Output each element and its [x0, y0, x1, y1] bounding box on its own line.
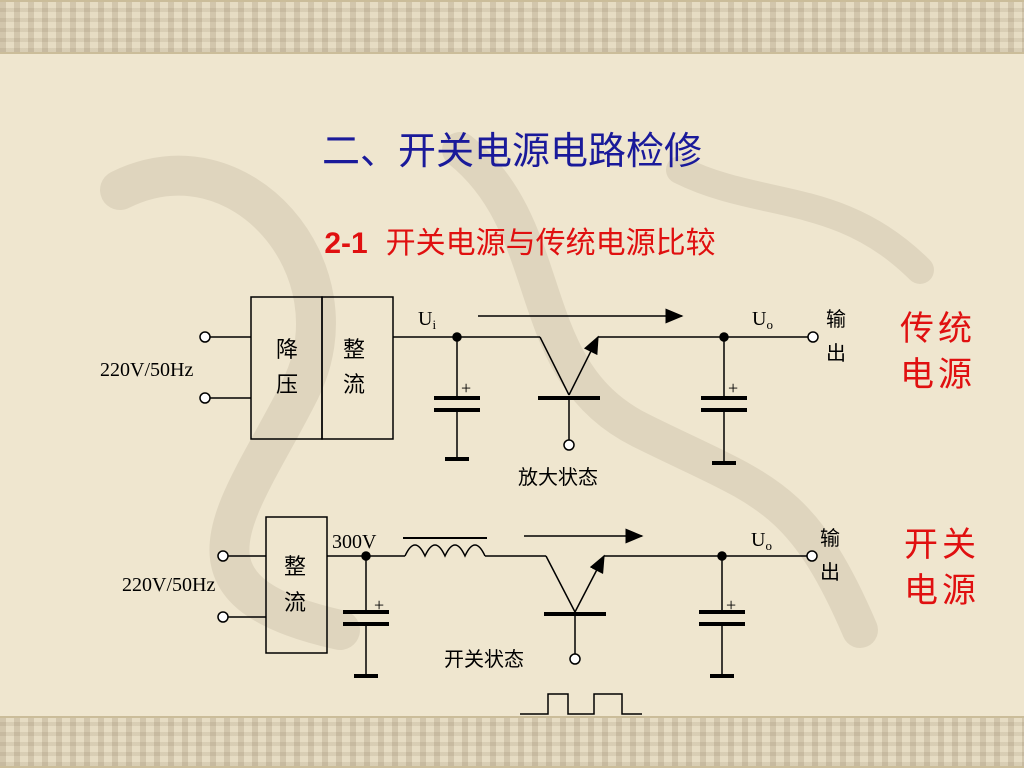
traditional-side-label: 传统 电源 — [900, 306, 976, 398]
output-label-2: 出 — [826, 341, 846, 365]
rectifier-label-2: 流 — [343, 373, 365, 398]
pass-transistor — [538, 335, 600, 451]
uo-label-traditional: Uo — [752, 308, 773, 332]
decorative-bottom-border — [0, 716, 1024, 768]
dc-voltage-label: 300V — [332, 531, 377, 553]
filter-capacitor-right — [701, 337, 747, 465]
cap-plus-left: + — [461, 378, 471, 398]
output-terminal — [806, 550, 818, 562]
traditional-input-label: 220V/50Hz — [100, 359, 193, 381]
filter-capacitor-right — [699, 556, 745, 678]
slide-title: 二、开关电源电路检修 — [321, 129, 702, 173]
filter-capacitor-left — [434, 337, 480, 461]
calligraphy-watermark — [100, 132, 934, 650]
switching-input-label: 220V/50Hz — [122, 574, 215, 596]
inductor — [404, 544, 486, 558]
switching-side-line-1: 开关 — [904, 525, 980, 565]
traditional-side-line-2: 电源 — [900, 355, 976, 395]
traditional-side-line-1: 传统 — [900, 309, 976, 349]
switch-transistor — [544, 554, 606, 665]
switching-state-label: 开关状态 — [444, 647, 524, 671]
switching-circuit — [217, 516, 818, 715]
switching-side-label: 开关 电源 — [904, 522, 980, 614]
input-terminal-bottom — [217, 611, 229, 623]
switching-output-label-1: 输 — [820, 526, 840, 550]
decorative-top-border — [0, 0, 1024, 54]
filter-capacitor-left — [343, 556, 389, 678]
input-terminal-top — [217, 550, 229, 562]
output-terminal — [807, 331, 819, 343]
switching-rectifier-label-1: 整 — [284, 555, 306, 580]
step-down-label-2: 压 — [276, 373, 298, 398]
input-terminal-top — [199, 331, 211, 343]
amplifier-state-label: 放大状态 — [518, 465, 598, 489]
output-label-1: 输 — [826, 307, 846, 331]
step-down-block — [250, 296, 323, 440]
uo-label-switching: Uo — [751, 529, 772, 553]
switching-side-line-2: 电源 — [904, 571, 980, 611]
slide-subtitle: 2-1 开关电源与传统电源比较 — [0, 218, 1024, 262]
rectifier-block — [265, 516, 328, 654]
cap-plus-left: + — [374, 595, 384, 615]
cap-plus-right: + — [726, 595, 736, 615]
rectifier-block — [321, 296, 394, 440]
subtitle-number: 2-1 — [324, 227, 368, 260]
cap-plus-right: + — [728, 378, 738, 398]
switching-output-label-2: 出 — [820, 560, 840, 584]
input-terminal-bottom — [199, 392, 211, 404]
rectifier-label-1: 整 — [343, 338, 365, 363]
step-down-label-1: 降 — [276, 338, 298, 363]
switching-rectifier-label-2: 流 — [284, 591, 306, 616]
ui-label: Ui — [418, 308, 436, 332]
pulse-waveform — [520, 693, 642, 715]
subtitle-text: 开关电源与传统电源比较 — [385, 226, 716, 261]
traditional-circuit — [199, 296, 819, 465]
